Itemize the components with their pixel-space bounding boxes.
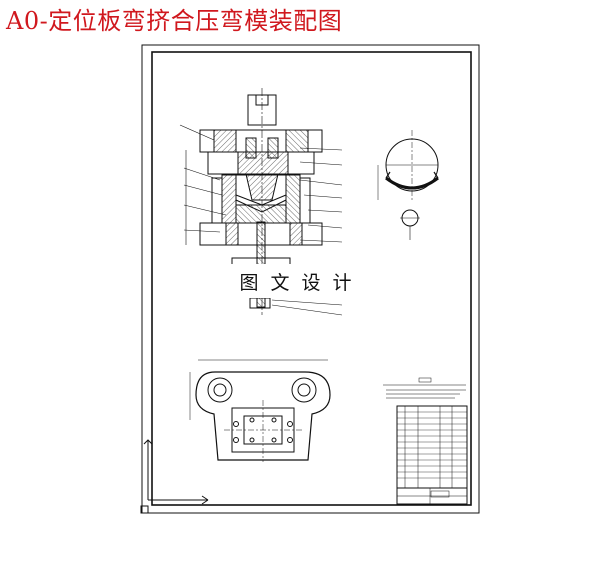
main-section-view (179, 88, 343, 316)
title-block (383, 377, 468, 505)
corner-mark (140, 505, 149, 514)
part-detail-view (377, 130, 439, 240)
watermark-label: 图 文 设 计 (218, 264, 376, 298)
sheet-inner-border (151, 51, 472, 506)
sheet-outer-border (141, 44, 480, 514)
page-title: A0-定位板弯挤合压弯模装配图 (6, 7, 343, 35)
plan-view (189, 359, 331, 462)
ucs-icon (143, 439, 209, 505)
